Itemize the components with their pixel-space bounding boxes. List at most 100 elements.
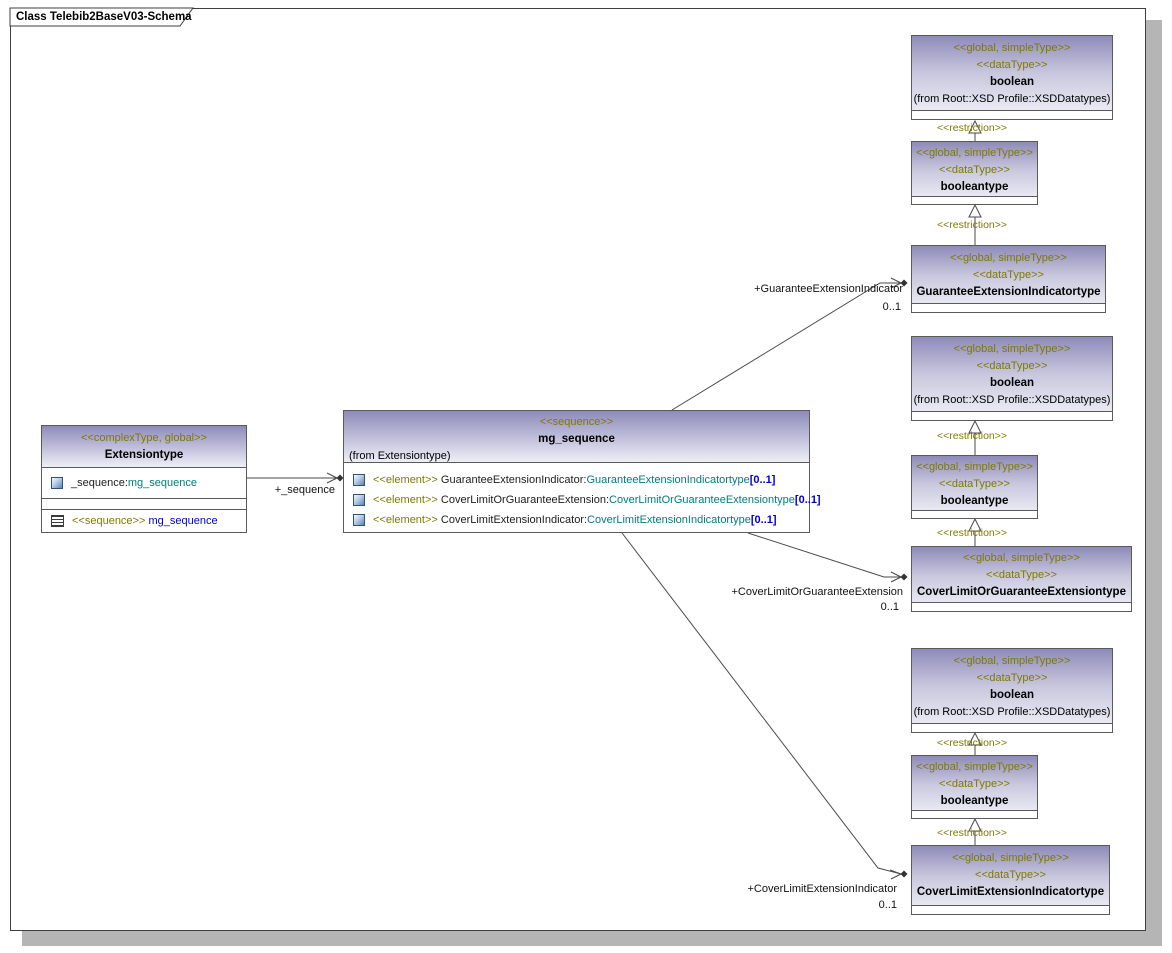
association-role-label: +CoverLimitExtensionIndicator xyxy=(747,883,898,895)
element-text: <<element>> CoverLimitOrGuaranteeExtensi… xyxy=(373,494,821,506)
element-stereotype: <<element>> xyxy=(373,474,438,486)
element-multiplicity: [0..1] xyxy=(750,514,777,526)
empty-compartment xyxy=(912,196,1037,204)
generalization-booleantype2-boolean2[interactable] xyxy=(968,419,982,455)
stereotype-label: <<global, simpleType>> xyxy=(953,343,1071,355)
class-name: booleantype xyxy=(940,495,1009,507)
stereotype-label: <<global, simpleType>> xyxy=(953,655,1071,667)
element-multiplicity: [0..1] xyxy=(749,474,776,486)
element-text: <<element>> GuaranteeExtensionIndicator:… xyxy=(373,474,775,486)
class-box-mg-sequence[interactable]: <<sequence>> mg_sequence (from Extension… xyxy=(343,410,821,533)
element-row[interactable]: <<element>> CoverLimitExtensionIndicator… xyxy=(344,510,809,530)
class-box-coverlimit-or-guarantee-extensiontype[interactable]: <<global, simpleType>> <<dataType>> Cove… xyxy=(911,546,1132,612)
stereotype-label: <<dataType>> xyxy=(975,869,1046,881)
attribute-icon xyxy=(51,477,63,489)
element-row[interactable]: <<element>> CoverLimitOrGuaranteeExtensi… xyxy=(344,490,821,510)
operation-row[interactable]: <<sequence>> mg_sequence xyxy=(42,510,246,532)
association-role-label: +_sequence xyxy=(274,484,335,496)
empty-compartment xyxy=(912,905,1109,914)
element-type: CoverLimitOrGuaranteeExtensiontype xyxy=(609,494,795,506)
title-tab-shape xyxy=(9,7,194,27)
empty-compartment xyxy=(912,303,1105,312)
stereotype-label: <<sequence>> xyxy=(539,416,614,428)
stereotype-label: <<global, simpleType>> xyxy=(963,552,1080,564)
attribute-name: _sequence: xyxy=(71,477,128,489)
attribute-type: mg_sequence xyxy=(127,477,197,489)
generalization-booleantype1-boolean1[interactable] xyxy=(968,119,982,141)
class-name: booleantype xyxy=(940,181,1009,193)
stereotype-label: <<global, simpleType>> xyxy=(952,852,1069,864)
generalization-booleantype3-boolean3[interactable] xyxy=(968,731,982,755)
class-box-coverlimit-extension-indicatortype[interactable]: <<global, simpleType>> <<dataType>> Cove… xyxy=(911,845,1110,915)
association-role-label: +CoverLimitOrGuaranteeExtension xyxy=(731,586,904,598)
extensiontype-empty-compartment xyxy=(42,498,246,509)
class-name: CoverLimitExtensionIndicatortype xyxy=(916,886,1105,898)
class-box-extensiontype[interactable]: <<complexType, global>> Extensiontype _s… xyxy=(41,425,247,533)
association-coverlimit-or[interactable] xyxy=(747,532,908,583)
stereotype-label: <<global, simpleType>> xyxy=(916,147,1033,159)
extensiontype-attributes: _sequence:mg_sequence xyxy=(42,468,246,498)
stereotype-label: <<global, simpleType>> xyxy=(916,461,1033,473)
empty-compartment xyxy=(912,411,1112,420)
restriction-label: <<restriction>> xyxy=(936,122,1008,134)
empty-compartment xyxy=(912,810,1037,818)
restriction-label: <<restriction>> xyxy=(936,827,1008,839)
association-role-label: +GuaranteeExtensionIndicator xyxy=(754,283,903,295)
stereotype-label: <<global, simpleType>> xyxy=(953,42,1071,54)
element-text: <<element>> CoverLimitExtensionIndicator… xyxy=(373,514,777,526)
sequence-icon xyxy=(51,515,64,527)
association-multiplicity: 0..1 xyxy=(880,601,899,613)
attribute-row[interactable]: _sequence:mg_sequence xyxy=(42,468,246,498)
class-box-booleantype-3[interactable]: <<global, simpleType>> <<dataType>> bool… xyxy=(911,755,1038,819)
class-box-boolean-1[interactable]: <<global, simpleType>> <<dataType>> bool… xyxy=(911,35,1113,120)
stereotype-label: <<dataType>> xyxy=(939,164,1010,176)
restriction-label: <<restriction>> xyxy=(936,737,1008,749)
element-icon xyxy=(353,514,365,526)
stereotype-label: <<dataType>> xyxy=(976,360,1048,372)
restriction-label: <<restriction>> xyxy=(936,219,1008,231)
restriction-label: <<restriction>> xyxy=(936,527,1008,539)
empty-compartment xyxy=(912,723,1112,732)
element-name: GuaranteeExtensionIndicator: xyxy=(440,474,587,486)
stereotype-label: <<dataType>> xyxy=(976,59,1048,71)
element-row[interactable]: <<element>> GuaranteeExtensionIndicator:… xyxy=(344,470,809,490)
from-label: (from Root::XSD Profile::XSDDatatypes) xyxy=(913,394,1111,406)
operation-text: <<sequence>> mg_sequence xyxy=(72,515,218,527)
extensiontype-header: <<complexType, global>> Extensiontype xyxy=(42,426,246,468)
element-stereotype: <<element>> xyxy=(373,494,438,506)
class-box-booleantype-1[interactable]: <<global, simpleType>> <<dataType>> bool… xyxy=(911,141,1038,205)
class-box-boolean-2[interactable]: <<global, simpleType>> <<dataType>> bool… xyxy=(911,336,1113,421)
from-label: (from Extensiontype) xyxy=(349,450,451,462)
element-type: GuaranteeExtensionIndicatortype xyxy=(586,474,750,486)
element-type: CoverLimitExtensionIndicatortype xyxy=(587,514,751,526)
stereotype-label: <<dataType>> xyxy=(973,269,1044,281)
element-multiplicity: [0..1] xyxy=(794,494,821,506)
stereotype-label: <<dataType>> xyxy=(986,569,1057,581)
stereotype-label: <<global, simpleType>> xyxy=(916,761,1033,773)
stereotype-label: <<complexType, global>> xyxy=(81,432,207,444)
stereotype-label: <<dataType>> xyxy=(939,478,1010,490)
association-multiplicity: 0..1 xyxy=(882,301,901,313)
class-box-booleantype-2[interactable]: <<global, simpleType>> <<dataType>> bool… xyxy=(911,455,1038,519)
stereotype-label: <<dataType>> xyxy=(939,778,1010,790)
association-sequence[interactable] xyxy=(247,472,344,484)
class-box-guarantee-extension-indicatortype[interactable]: <<global, simpleType>> <<dataType>> Guar… xyxy=(911,245,1106,313)
generalization-coverlimitind-booleantype3[interactable] xyxy=(968,817,982,845)
from-label: (from Root::XSD Profile::XSDDatatypes) xyxy=(913,706,1111,718)
attribute-text: _sequence:mg_sequence xyxy=(71,477,197,489)
association-coverlimit-ind[interactable] xyxy=(621,532,908,880)
from-label: (from Root::XSD Profile::XSDDatatypes) xyxy=(913,93,1111,105)
diagram-title: Class Telebib2BaseV03-Schema xyxy=(16,11,192,23)
empty-compartment xyxy=(912,510,1037,518)
generalization-guarantee-booleantype1[interactable] xyxy=(968,203,982,245)
extensiontype-operations: <<sequence>> mg_sequence xyxy=(42,509,246,532)
class-box-boolean-3[interactable]: <<global, simpleType>> <<dataType>> bool… xyxy=(911,648,1113,733)
stereotype-label: <<global, simpleType>> xyxy=(950,252,1067,264)
generalization-coverlimitor-booleantype2[interactable] xyxy=(968,517,982,546)
association-multiplicity: 0..1 xyxy=(878,899,897,911)
class-name: booleantype xyxy=(940,795,1009,807)
association-guarantee[interactable] xyxy=(671,277,908,411)
class-name: GuaranteeExtensionIndicatortype xyxy=(916,286,1101,298)
